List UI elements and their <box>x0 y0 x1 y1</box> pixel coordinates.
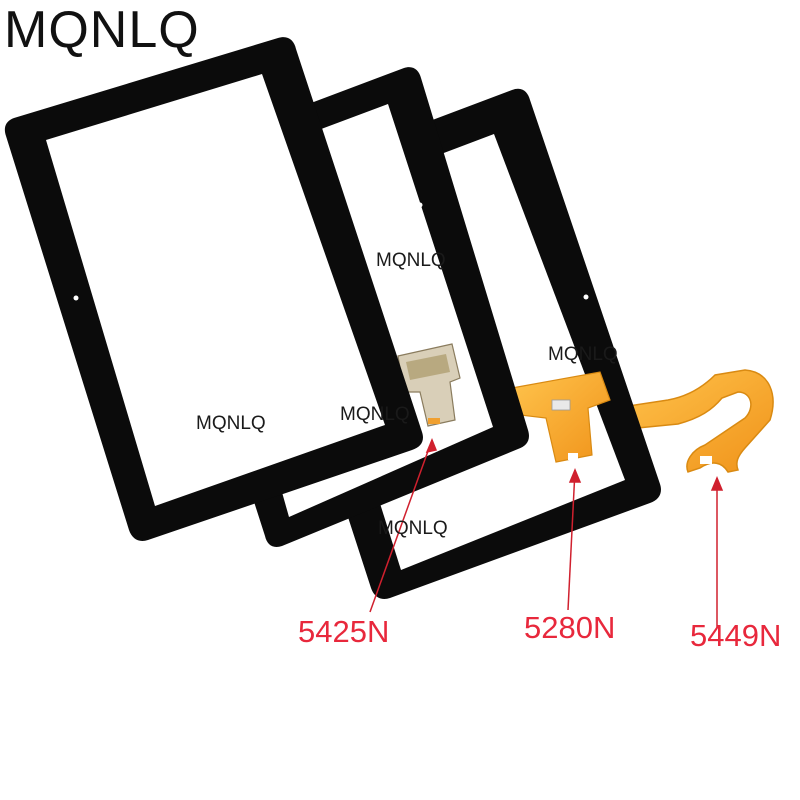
touch-panel-left <box>4 37 423 541</box>
watermark: MQNLQ <box>378 518 448 539</box>
flex-cable-5449n <box>614 369 774 473</box>
watermark: MQNLQ <box>376 250 446 271</box>
watermark: MQNLQ <box>548 344 618 365</box>
flex-cable-5425n <box>397 343 461 427</box>
part-label-5280n: 5280N <box>524 610 616 645</box>
pointer-arrows <box>369 438 724 628</box>
brand-logo-text: MQNLQ <box>4 1 200 59</box>
part-label-5449n: 5449N <box>690 618 782 653</box>
flex-cable-5280n <box>511 371 611 463</box>
watermark: MQNLQ <box>340 404 410 425</box>
part-label-5425n: 5425N <box>298 614 390 649</box>
watermark: MQNLQ <box>196 413 266 434</box>
